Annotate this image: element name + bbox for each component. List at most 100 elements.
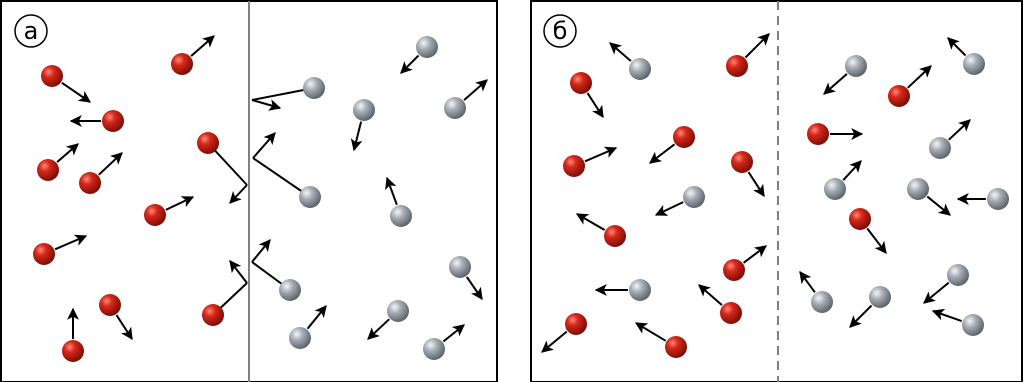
velocity-arrow [465,276,483,300]
gray-particle [811,291,833,313]
velocity-arrow [654,201,684,216]
red-particle [563,155,585,177]
velocity-arrow [866,227,887,254]
red-particle [62,340,84,362]
velocity-arrow [649,143,676,164]
panel-b-frame [530,0,1023,382]
red-particle [570,72,592,94]
rebound-arrow [229,184,248,204]
gray-particle [303,77,325,99]
velocity-arrow [54,234,88,251]
velocity-arrow [823,73,848,95]
gray-particle [449,256,471,278]
velocity-arrow [609,42,632,62]
red-particle [41,65,63,87]
velocity-arrow [350,121,363,152]
velocity-arrow [926,195,951,216]
red-particle [807,123,829,145]
velocity-arrow [744,33,770,59]
velocity-arrow [190,35,215,57]
velocity-arrow [463,79,488,101]
red-particle [37,159,59,181]
gray-particle [423,338,445,360]
velocity-arrow [56,143,79,163]
panel-b-particles [563,53,1009,358]
red-particle [33,243,55,265]
velocity-arrow [306,305,327,330]
panel-a-particles [33,36,471,362]
panel-a-label-circle [14,14,48,48]
gray-particle [869,286,891,308]
velocity-arrow [931,308,963,322]
red-particle [888,85,910,107]
velocity-arrow [61,81,91,103]
velocity-arrow [575,213,606,231]
panel-a-label: а [24,17,39,45]
gray-particle [444,97,466,119]
velocity-arrow [849,304,873,328]
panel-b-label: б [553,17,568,45]
red-particle [171,53,193,75]
red-particle [720,302,742,324]
panel-b-label-circle [543,14,577,48]
gray-particle [845,55,867,77]
gray-particle [289,327,311,349]
rebound-arrow [251,99,282,111]
red-particle [102,110,124,132]
red-particle [731,151,753,173]
gray-particle [824,178,846,200]
velocity-arrow [98,152,123,176]
panel-a: а [0,0,498,382]
velocity-arrow [842,160,862,181]
gray-particle [929,137,951,159]
velocity-arrow [541,330,568,353]
velocity-arrow [385,176,398,206]
velocity-arrow [947,37,967,57]
collision-path [252,157,311,198]
velocity-arrow [115,314,133,341]
velocity-arrow [634,322,667,342]
gray-particle [947,264,969,286]
gray-particle [279,279,301,301]
red-particle [665,336,687,358]
gray-particle [416,36,438,58]
velocity-arrow [586,92,604,119]
red-particle [144,204,166,226]
red-particle [604,225,626,247]
red-particle [565,313,587,335]
velocity-arrow [584,146,618,163]
panel-b: б [530,0,1023,382]
gray-particle [963,53,985,75]
gray-particle [629,279,651,301]
velocity-arrow [948,119,971,141]
red-particle [79,172,101,194]
panel-b-arrows [541,33,986,353]
gray-particle [987,188,1009,210]
gray-particle [387,300,409,322]
velocity-arrow [923,281,950,304]
velocity-arrow [367,318,390,340]
red-particle [673,126,695,148]
velocity-arrow [747,171,765,198]
velocity-arrow [165,196,195,211]
gray-particle [390,205,412,227]
red-particle [202,304,224,326]
gray-particle [907,178,929,200]
velocity-arrow [442,324,465,343]
rebound-arrow [252,132,276,159]
red-particle [723,259,745,281]
rebound-arrow [229,260,248,284]
gray-particle [629,58,651,80]
red-particle [197,132,219,154]
gray-particle [353,99,375,121]
velocity-arrow [799,271,816,293]
rebound-arrow [251,239,271,263]
gray-particle [299,186,321,208]
gray-particle [962,314,984,336]
red-particle [849,208,871,230]
velocity-arrow [742,245,767,264]
red-particle [726,55,748,77]
gray-particle [683,186,705,208]
velocity-arrow [400,54,420,74]
